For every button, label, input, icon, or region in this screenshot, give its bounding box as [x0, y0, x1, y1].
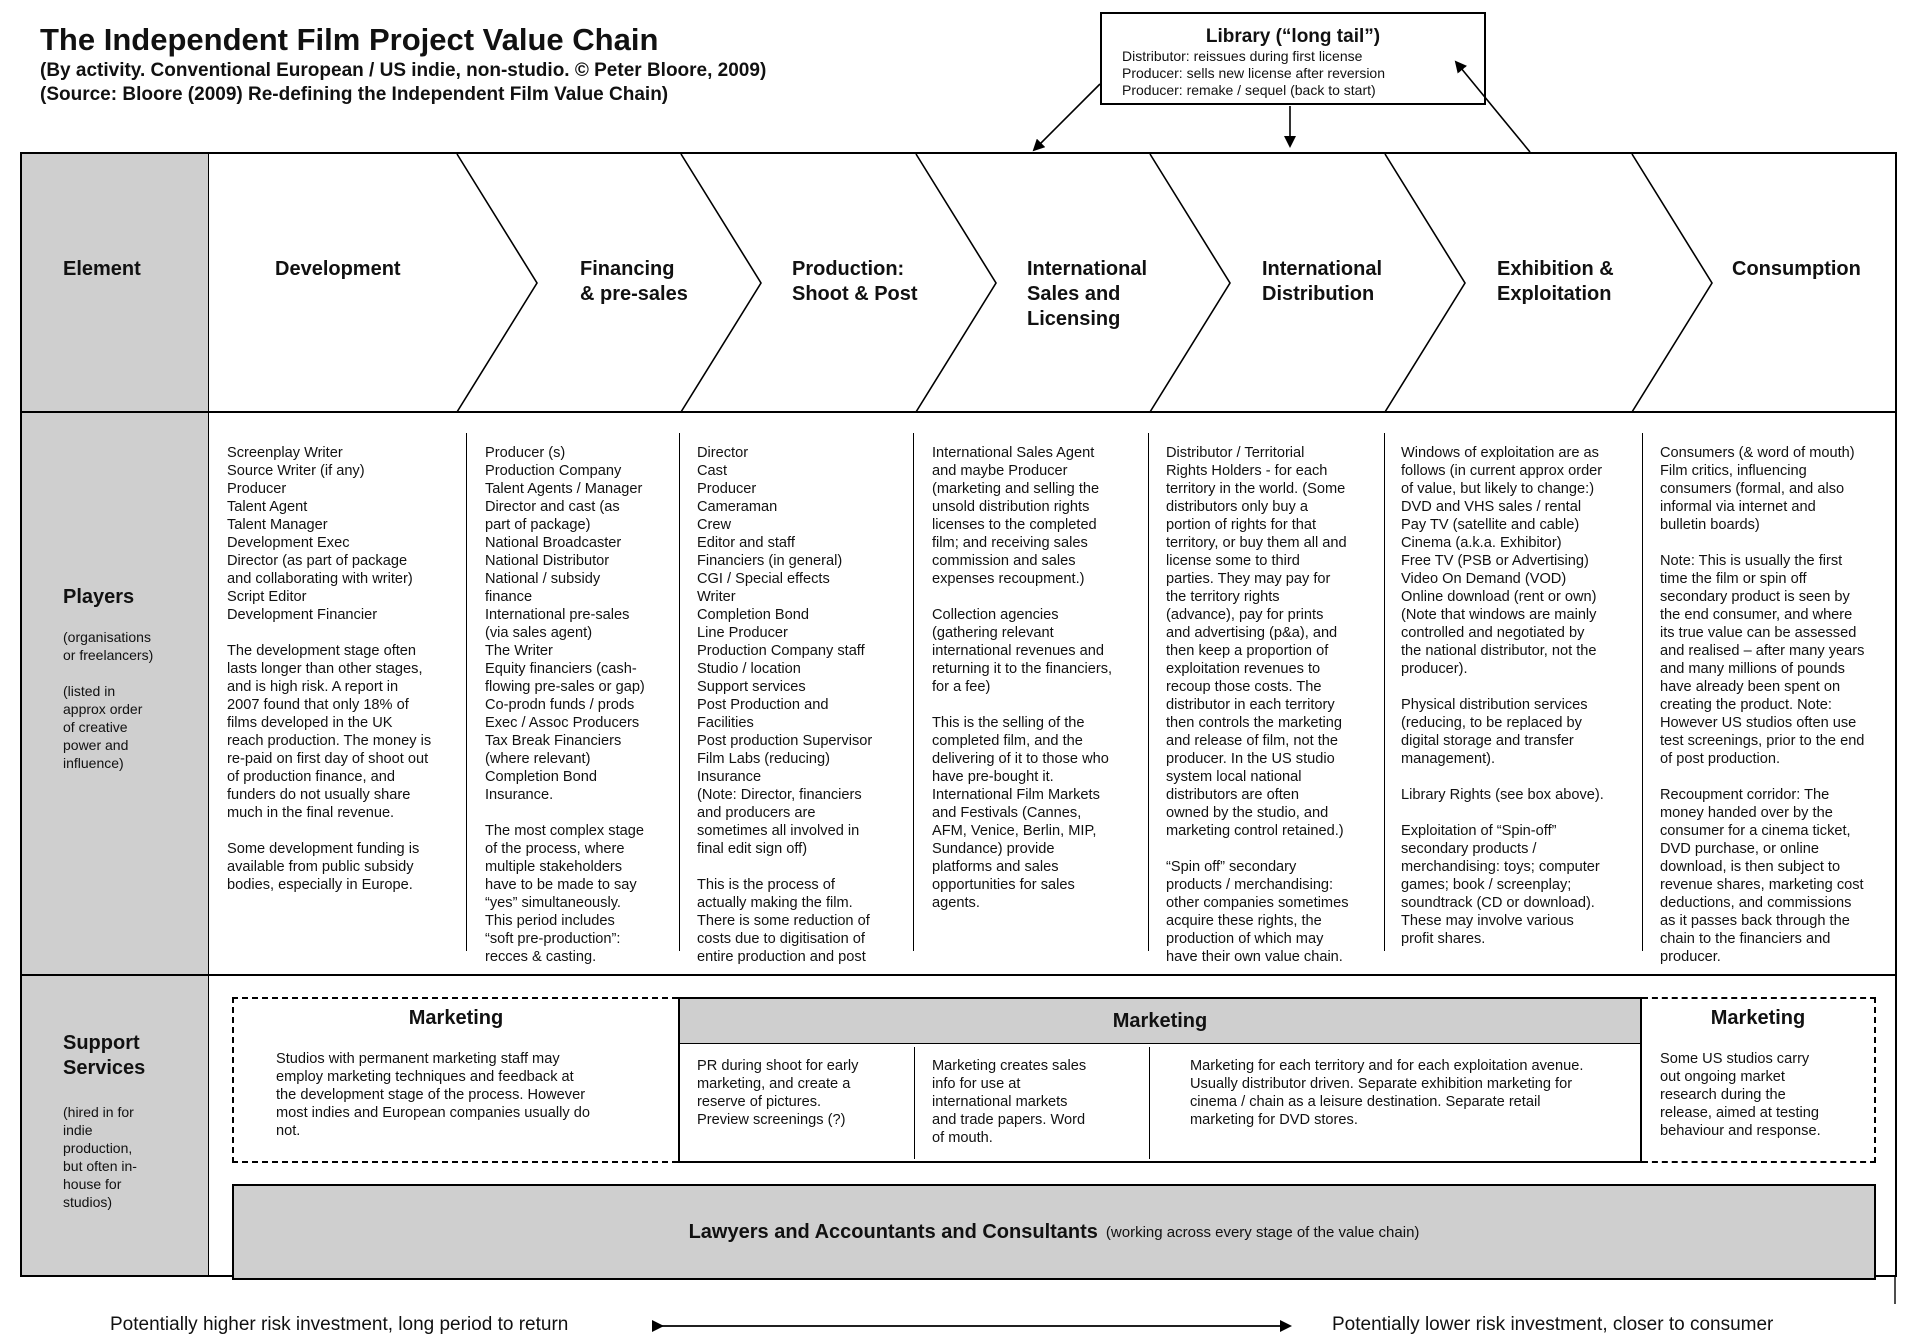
stage-exhibition: Exhibition & Exploitation [1497, 258, 1614, 305]
marketing-development-heading: Marketing [408, 1007, 504, 1029]
library-title: Library (“long tail”) [1205, 26, 1381, 47]
library-line-2: Producer: sells new license after revers… [1122, 65, 1386, 81]
label-column [22, 154, 208, 1275]
stage-production: Production: Shoot & Post [792, 258, 918, 305]
marketing-production-text: PR during shoot for early marketing, and… [697, 1058, 859, 1128]
library-line-1: Distributor: reissues during first licen… [1122, 48, 1363, 64]
players-note-order: (listed in approx order of creative powe… [63, 683, 143, 771]
element-label: Element [63, 258, 141, 280]
marketing-consumption-box: Marketing Some US studios carry out ongo… [1642, 997, 1876, 1163]
players-international-distribution: Distributor / Territorial Rights Holders… [1166, 445, 1349, 965]
footer-lower-risk: Potentially lower risk investment, close… [1332, 1314, 1774, 1335]
marketing-development-text: Studios with permanent marketing staff m… [276, 1051, 590, 1139]
subtitle-attribution: (By activity. Conventional European / US… [40, 60, 767, 81]
stage-international-distribution: International Distribution [1262, 258, 1383, 305]
marketing-distribution-text: Marketing for each territory and for eac… [1190, 1058, 1584, 1128]
stage-consumption: Consumption [1732, 258, 1861, 280]
stage-financing: Financing & pre-sales [580, 258, 688, 305]
players-consumption: Consumers (& word of mouth) Film critics… [1660, 445, 1865, 965]
subtitle-source: (Source: Bloore (2009) Re-defining the I… [40, 84, 669, 105]
players-development: Screenplay Writer Source Writer (if any)… [227, 445, 432, 893]
players-note-organisations: (organisations or freelancers) [63, 629, 154, 663]
marketing-sales-text: Marketing creates sales info for use at … [932, 1058, 1087, 1146]
library-arrow-to-sales [1032, 83, 1101, 152]
library-line-3: Producer: remake / sequel (back to start… [1122, 82, 1376, 98]
diagram-title: The Independent Film Project Value Chain [40, 22, 659, 57]
lawyers-note: (working across every stage of the value… [1105, 1223, 1420, 1241]
support-services-label: Support Services [63, 1032, 146, 1079]
marketing-middle-box: Marketing PR during shoot for early mark… [678, 997, 1642, 1163]
marketing-development-box: Marketing Studios with permanent marketi… [232, 997, 678, 1163]
players-label: Players [63, 586, 135, 608]
library-box: Library (“long tail”) Distributor: reiss… [1100, 12, 1486, 105]
marketing-consumption-text: Some US studios carry out ongoing market… [1660, 1051, 1821, 1139]
players-financing: Producer (s) Production Company Talent A… [485, 445, 645, 965]
players-exhibition: Windows of exploitation are as follows (… [1401, 445, 1604, 947]
chevron-lines [456, 153, 1713, 413]
footer-higher-risk: Potentially higher risk investment, long… [110, 1314, 569, 1335]
stage-international-sales: International Sales and Licensing [1027, 258, 1148, 330]
support-services-note: (hired in for indie production, but ofte… [63, 1104, 137, 1210]
lawyers-band: Lawyers and Accountants and Consultants … [232, 1184, 1876, 1280]
consumption-arrow-to-library [1454, 60, 1531, 153]
players-international-sales: International Sales Agent and maybe Prod… [932, 445, 1113, 911]
marketing-consumption-heading: Marketing [1710, 1007, 1806, 1029]
marketing-middle-heading: Marketing [680, 999, 1640, 1044]
lawyers-label: Lawyers and Accountants and Consultants [688, 1220, 1098, 1243]
players-production: Director Cast Producer Cameraman Crew Ed… [697, 445, 873, 965]
label-column-divider [208, 154, 209, 1275]
stage-development: Development [275, 258, 401, 280]
